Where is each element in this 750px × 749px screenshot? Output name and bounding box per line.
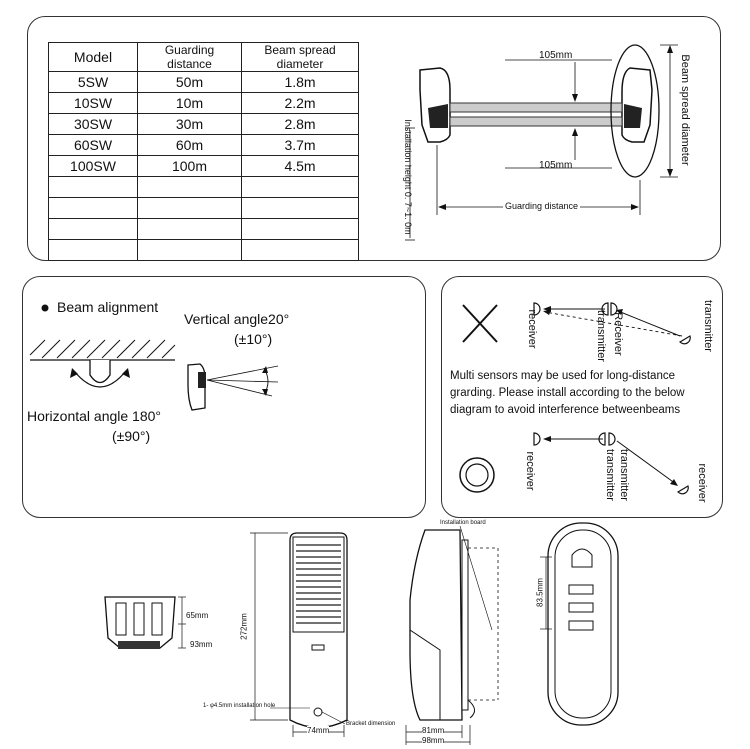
top-view-drawing [104, 596, 176, 649]
ok-circle-icon [459, 457, 495, 493]
right-sensor-lens-icon [624, 104, 642, 128]
side-view-drawing [409, 529, 499, 721]
dim-65-label: 65mm [186, 611, 209, 620]
table-row-empty [48, 176, 359, 198]
table-row: 30SW 30m 2.8m [48, 113, 359, 135]
bullet-icon [41, 304, 49, 312]
table-row: 10SW 10m 2.2m [48, 92, 359, 114]
beam-lower [449, 116, 623, 127]
note-line: grarding. Please install according to th… [450, 387, 685, 399]
table-row-empty [48, 218, 359, 240]
note-line: diagram to avoid interference betweenbea… [450, 404, 681, 416]
guarding-distance-label: Guarding distance [503, 201, 581, 211]
dim-272-label: 272mm [239, 613, 249, 640]
table-row: 5SW 50m 1.8m [48, 71, 359, 93]
top-gap-label: 105mm [539, 50, 573, 61]
bottom-gap-label: 105mm [539, 160, 573, 171]
installation-hole-label: 1- φ4.5mm installation hole [203, 703, 276, 709]
cell-model: 10SW [48, 92, 138, 114]
table-row-empty [48, 197, 359, 219]
note-line: Multi sensors may be used for long-dista… [450, 370, 675, 382]
ceiling-sensor-icon [89, 360, 111, 384]
vertical-angle-label: Vertical angle20° [184, 311, 290, 327]
vertical-angle-tolerance: (±10°) [234, 331, 273, 347]
beam-spread-ellipse [610, 44, 660, 178]
beam-upper [449, 102, 623, 113]
dim-93-label: 93mm [190, 640, 213, 649]
installation-board-label: Installation board [440, 520, 486, 526]
header-beam-spread: Beam spread diameter [241, 42, 359, 72]
dim-83-5-label: 83.5mm [535, 578, 545, 607]
cell-spread: 1.8m [241, 71, 359, 93]
rotation-arc-icon [74, 371, 126, 388]
alignment-panel [22, 276, 426, 518]
rear-view-drawing [547, 522, 619, 726]
horizontal-angle-tolerance: (±90°) [112, 428, 151, 444]
cell-spread: 2.2m [241, 92, 359, 114]
left-sensor-lens-icon [428, 104, 448, 128]
multi-sensor-note: Multi sensors may be used for long-dista… [450, 368, 685, 419]
dim-98-label: 98mm [422, 736, 445, 745]
horizontal-angle-label: Horizontal angle 180° [27, 408, 162, 424]
cell-model: 30SW [48, 113, 138, 135]
dim-74-label: 74mm [307, 726, 330, 735]
table-row-empty [48, 239, 359, 261]
front-view-drawing [289, 532, 348, 729]
alignment-title: Beam alignment [57, 299, 159, 315]
spec-table: Model Guarding distance Beam spread diam… [48, 42, 359, 261]
bracket-dimension-label: Bracket dimension [346, 721, 396, 727]
cell-distance: 100m [137, 155, 242, 177]
dim-81-label: 81mm [422, 726, 445, 735]
table-row: 60SW 60m 3.7m [48, 134, 359, 156]
table-row: 100SW 100m 4.5m [48, 155, 359, 177]
